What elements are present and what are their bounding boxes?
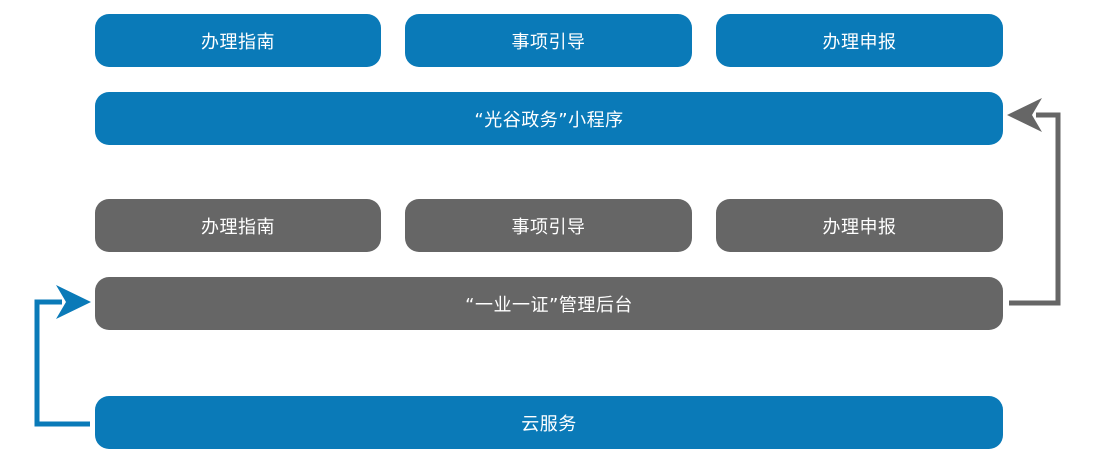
cloud-to-admin-arrow (34, 285, 91, 427)
miniprogram-item-guidance-box: 事项引导 (405, 14, 692, 67)
miniprogram-bar: “光谷政务”小程序 (95, 92, 1003, 145)
admin-apply-box: 办理申报 (716, 199, 1003, 252)
cloud-service-bar: 云服务 (95, 396, 1003, 449)
miniprogram-guide-box: 办理指南 (95, 14, 381, 67)
admin-guide-box: 办理指南 (95, 199, 381, 252)
admin-to-miniprogram-arrow (1007, 98, 1061, 306)
admin-backend-bar: “一业一证”管理后台 (95, 277, 1003, 330)
admin-item-guidance-box: 事项引导 (405, 199, 692, 252)
miniprogram-apply-box: 办理申报 (716, 14, 1003, 67)
